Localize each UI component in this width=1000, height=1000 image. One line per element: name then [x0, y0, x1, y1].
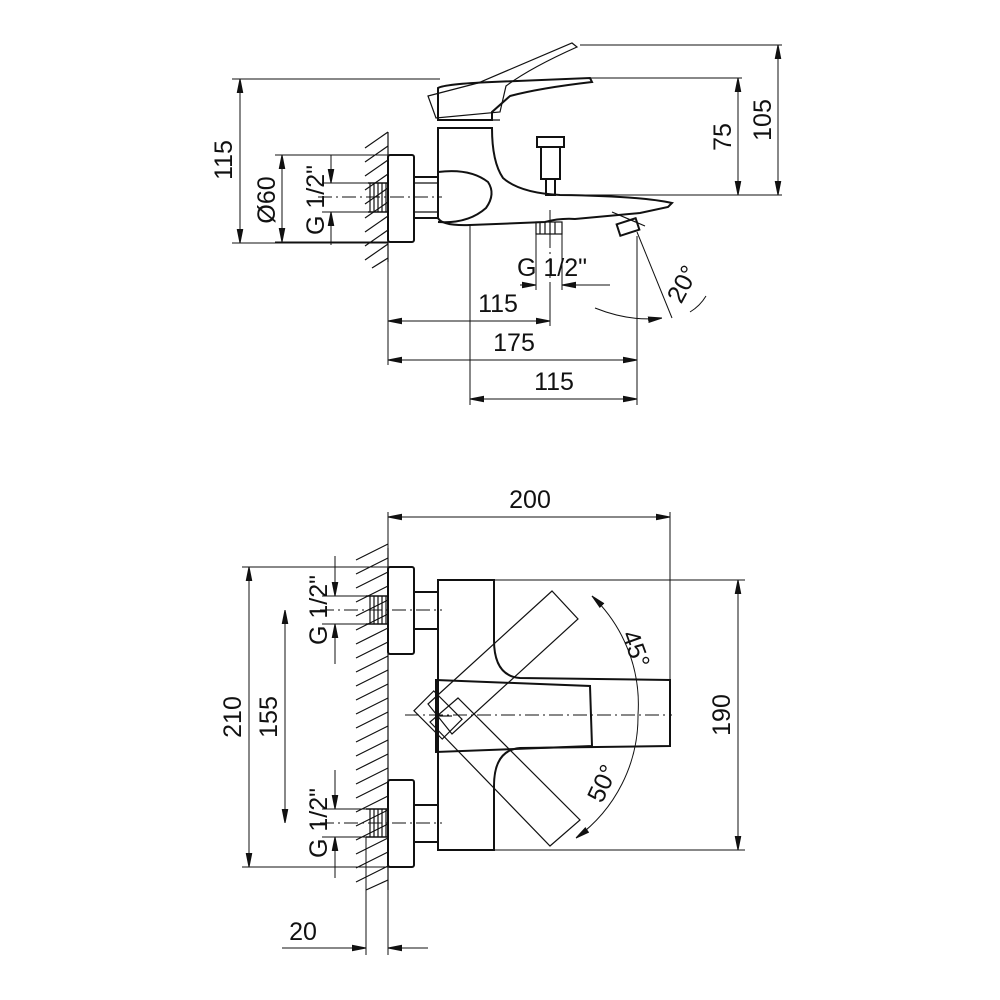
side-spout-outlet	[615, 216, 641, 238]
top-lever-ghost-down	[429, 697, 581, 847]
side-lever	[437, 76, 594, 121]
top-dim-body-height: 190	[708, 694, 736, 736]
side-diverter	[536, 136, 565, 196]
side-dim-outlet-distance: 115	[478, 290, 518, 318]
side-dim-spout-length: 115	[534, 368, 574, 396]
side-dim-flange-diameter: Ø60	[253, 176, 281, 223]
side-dim-overall-height: 115	[210, 140, 238, 180]
top-dim-lever-angle-up: 45°	[616, 627, 655, 672]
top-dim-overall-height: 210	[219, 696, 247, 738]
top-dim-center-distance: 155	[255, 696, 283, 738]
side-dim-top-height: 105	[749, 99, 777, 141]
side-dim-projection: 175	[493, 329, 535, 357]
side-view: 115 Ø60 G 1/2" 75 105 G 1/2" 11	[210, 42, 782, 405]
side-wall-hatch	[364, 131, 389, 269]
side-body	[437, 127, 675, 227]
side-dim-inlet-thread: G 1/2"	[302, 165, 330, 235]
top-body	[437, 579, 671, 851]
side-dim-spout-angle: 20°	[662, 261, 704, 308]
top-dim-inlet-thread-lower: G 1/2"	[305, 788, 333, 858]
side-outlet-thread	[535, 221, 563, 235]
top-dim-wall-offset: 20	[289, 918, 317, 946]
top-dim-lever-angle-down: 50°	[582, 761, 623, 807]
top-view: 45° 50° 200 210 155 G 1/2" G 1/2" 190	[219, 486, 745, 955]
side-dim-outlet-thread: G 1/2"	[517, 254, 587, 282]
side-flange	[387, 154, 415, 243]
top-dim-inlet-thread-upper: G 1/2"	[305, 575, 333, 645]
side-dim-spout-height: 75	[709, 123, 737, 151]
top-dim-width: 200	[509, 486, 551, 514]
side-lever-ghost	[427, 42, 579, 119]
top-lever-ghost-up	[427, 590, 579, 735]
side-body-lobe	[437, 170, 493, 224]
